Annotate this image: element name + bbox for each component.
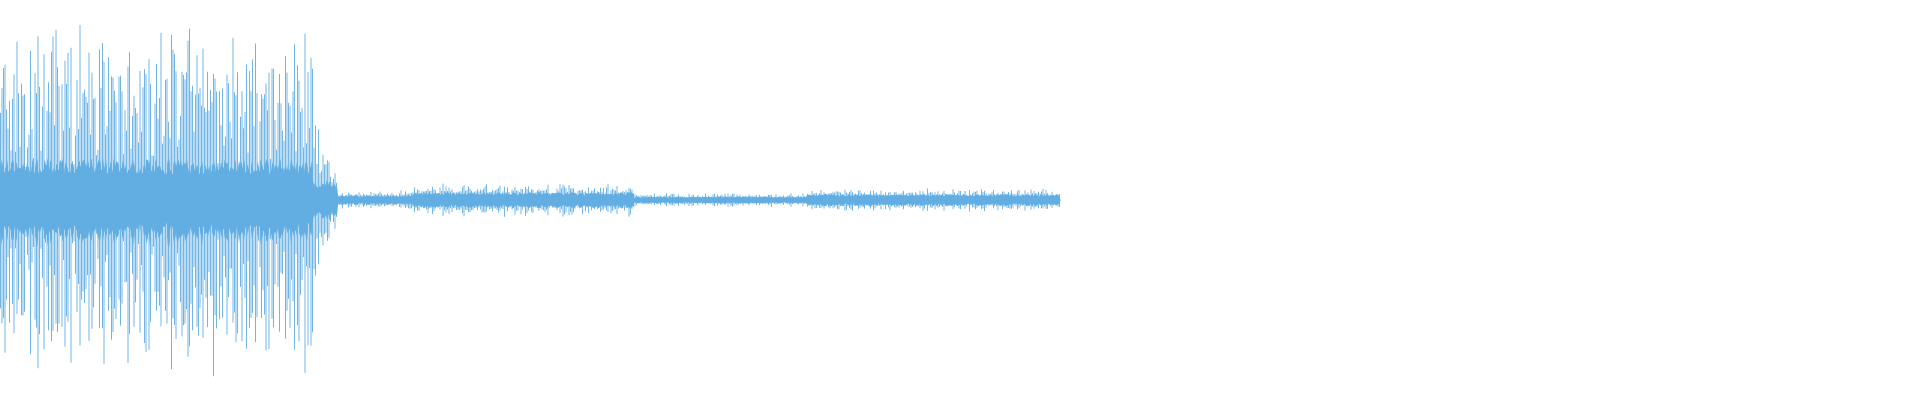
waveform-peaks [0,24,1060,377]
